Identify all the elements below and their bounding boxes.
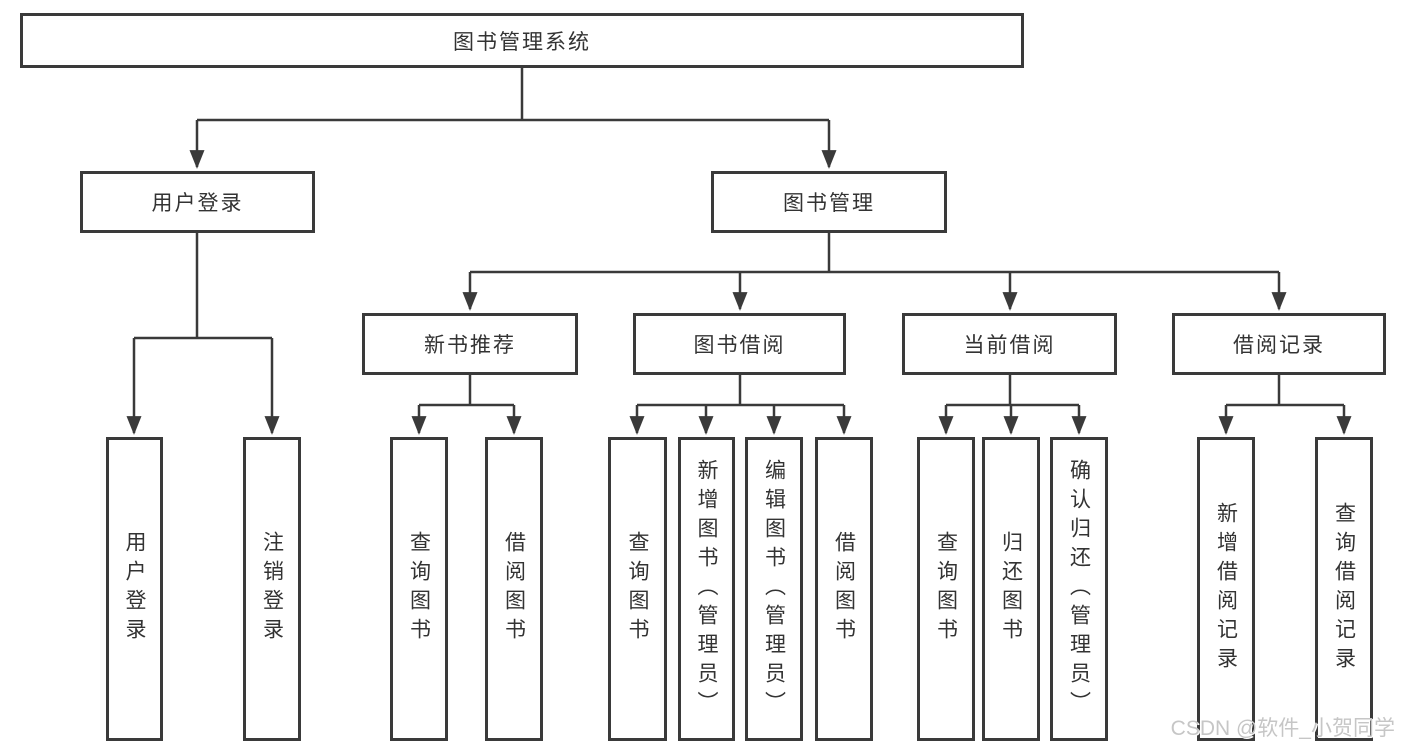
node-book-management: 图书管理 — [711, 171, 947, 233]
node-label: 编辑图书（管理员） — [762, 458, 786, 720]
leaf-user-login: 用户登录 — [106, 437, 163, 741]
node-label: 新增图书（管理员） — [695, 458, 718, 720]
connector-borrow-branch — [629, 375, 852, 435]
node-book-borrow: 图书借阅 — [633, 313, 846, 375]
node-label: 当前借阅 — [963, 334, 1056, 357]
node-label: 注销登录 — [260, 531, 284, 647]
node-label: 查询图书 — [934, 531, 958, 647]
leaf-borrow-books-recommend: 借阅图书 — [485, 437, 543, 741]
leaf-confirm-return-admin: 确认归还（管理员） — [1050, 437, 1108, 741]
leaf-borrow-books: 借阅图书 — [815, 437, 873, 741]
node-label: 确认归还（管理员） — [1067, 458, 1091, 720]
node-label: 借阅图书 — [832, 531, 856, 647]
node-label: 图书管理系统 — [453, 30, 591, 54]
node-label: 用户登录 — [151, 192, 244, 215]
leaf-query-books-recommend: 查询图书 — [390, 437, 448, 741]
leaf-return-books: 归还图书 — [982, 437, 1040, 741]
connector-current-branch — [938, 375, 1087, 435]
node-label: 新增借阅记录 — [1214, 502, 1238, 676]
node-borrow-records: 借阅记录 — [1172, 313, 1386, 375]
node-label: 查询图书 — [407, 531, 431, 647]
node-current-borrow: 当前借阅 — [902, 313, 1117, 375]
leaf-add-book-admin: 新增图书（管理员） — [678, 437, 735, 741]
leaf-query-books-current: 查询图书 — [917, 437, 975, 741]
leaf-edit-book-admin: 编辑图书（管理员） — [745, 437, 803, 741]
leaf-add-borrow-record: 新增借阅记录 — [1197, 437, 1255, 741]
node-label: 借阅记录 — [1233, 334, 1325, 357]
node-label: 归还图书 — [999, 531, 1023, 647]
node-label: 借阅图书 — [502, 531, 526, 647]
node-library-system: 图书管理系统 — [20, 13, 1024, 68]
node-label: 图书借阅 — [693, 334, 786, 357]
node-user-login: 用户登录 — [80, 171, 315, 233]
node-label: 查询图书 — [626, 531, 649, 647]
connector-login-branch — [126, 233, 280, 435]
leaf-query-borrow-record: 查询借阅记录 — [1315, 437, 1373, 741]
csdn-watermark: CSDN @软件_小贺同学 — [1170, 717, 1395, 740]
node-new-book-recommend: 新书推荐 — [362, 313, 578, 375]
node-label: 新书推荐 — [424, 334, 516, 357]
connector-recommend-branch — [411, 375, 522, 435]
node-label: 图书管理 — [783, 192, 875, 215]
leaf-query-books-borrow: 查询图书 — [608, 437, 667, 741]
node-label: 查询借阅记录 — [1332, 502, 1356, 676]
connector-records-branch — [1218, 375, 1352, 435]
node-label: 用户登录 — [123, 531, 146, 647]
leaf-logout-login: 注销登录 — [243, 437, 301, 741]
connector-root-to-level2 — [189, 68, 837, 169]
connector-management-to-level3 — [462, 233, 1287, 311]
